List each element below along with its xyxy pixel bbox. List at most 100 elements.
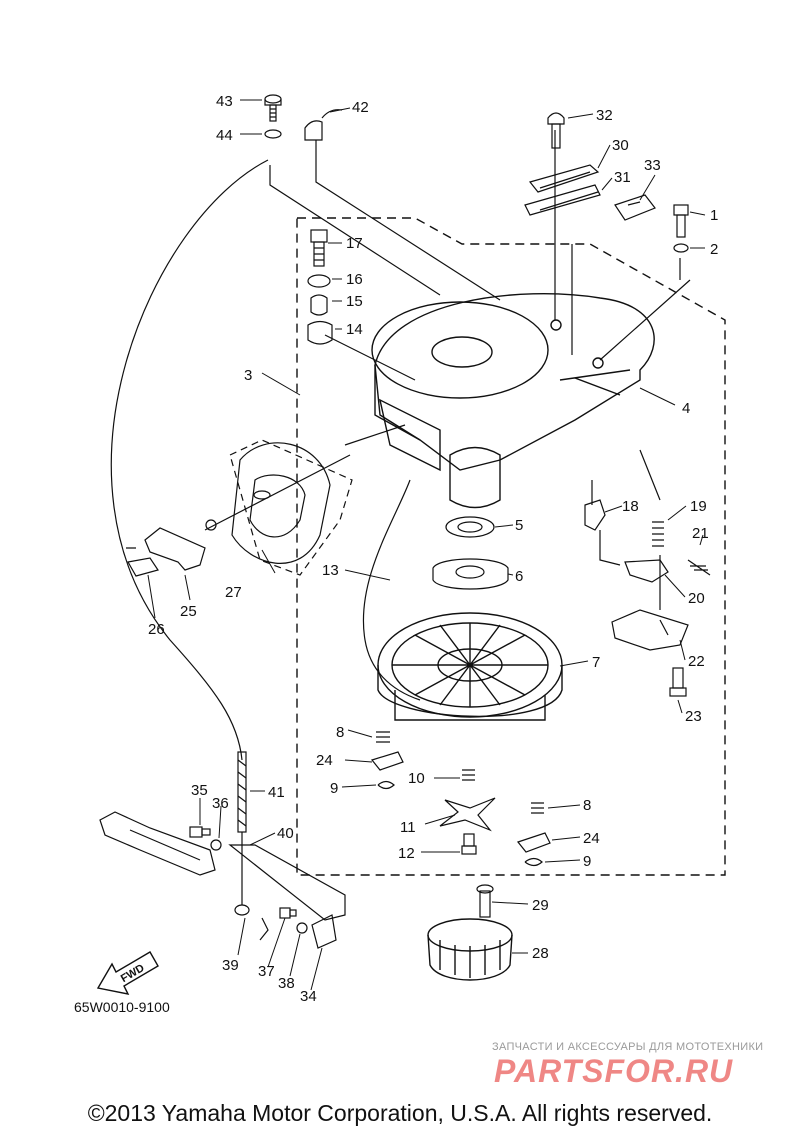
bracket-30-shape [528,164,600,193]
callout-34: 34 [300,988,317,1005]
bracket-31-shape [524,184,601,216]
callout-41: 41 [268,784,285,801]
spring-6-shape [432,558,509,590]
callout-16: 16 [346,271,363,288]
callout-32: 32 [596,107,613,124]
callout-38: 38 [278,975,295,992]
lever-shaft [99,811,216,876]
callout-28: 28 [532,945,549,962]
bolt-29-shape [476,884,494,918]
callout-10: 10 [408,770,425,787]
callout-2: 2 [710,241,718,258]
callout-12: 12 [398,845,415,862]
callout-20: 20 [688,590,705,607]
fwd-arrow-icon: FWD [96,951,159,995]
callout-21: 21 [692,525,709,542]
choke-cable-41 [110,159,269,761]
callout-31: 31 [614,169,631,186]
pawl-24a-shape [370,751,404,771]
callout-8a: 8 [336,724,344,741]
callout-4: 4 [682,400,690,417]
spring-8b-shape [531,802,544,814]
pawl-24b-shape [516,832,551,853]
bolt-23-shape [669,667,687,697]
callout-36: 36 [212,795,229,812]
sheave-drum-7 [377,612,563,721]
screw-35-shape [189,826,211,838]
washer-38-shape [296,922,308,934]
spring-10-shape [462,769,475,781]
plate-5-shape [445,516,495,538]
callout-29: 29 [532,897,549,914]
bolt-1-shape [673,204,689,238]
callout-18: 18 [622,498,639,515]
bracket-22-shape [611,609,689,651]
screw-37-shape [279,907,297,919]
washer-36-shape [210,839,222,851]
callout-5: 5 [515,517,523,534]
starter-rope-13 [362,479,421,701]
callout-25: 25 [180,603,197,620]
clip-9b-shape [524,857,543,867]
bolt-12-shape [461,833,477,855]
callout-24a: 24 [316,752,333,769]
watermark-subtitle: ЗАПЧАСТИ И АКСЕССУАРЫ ДЛЯ МОТОТЕХНИКИ [492,1041,764,1053]
callout-9b: 9 [583,853,591,870]
diagram-code: 65W0010-9100 [74,999,170,1015]
clip-26-shape [126,547,159,577]
washer-44-shape [264,129,282,139]
plate-11-shape [439,797,496,832]
spring-8a-shape [376,731,390,743]
clip-9a-shape [377,780,395,790]
starter-handle-27-shape [231,442,331,564]
bracket-40-shape [228,844,346,921]
starter-housing-4 [371,293,655,509]
washer-39-shape [234,904,250,916]
spring-19-shape [652,521,664,547]
svg-text:PARTSFOR.RU: PARTSFOR.RU [494,1053,733,1089]
callout-24b: 24 [583,830,600,847]
callout-37: 37 [258,963,275,980]
callout-39: 39 [222,957,239,974]
callout-42: 42 [352,99,369,116]
screw-32-shape [547,112,565,149]
bushing-14-shape [307,320,333,345]
washer-2-shape [673,243,689,253]
bolt-43-shape [264,94,282,122]
cable-sleeve-41 [237,751,247,833]
callout-6: 6 [515,568,523,585]
callout-8b: 8 [583,797,591,814]
bracket-34-shape [311,914,337,949]
washer-16-shape [307,274,331,288]
callout-40: 40 [277,825,294,842]
callout-3: 3 [244,367,252,384]
bolt-17-shape [310,229,328,267]
callout-9a: 9 [330,780,338,797]
copyright-notice: ©2013 Yamaha Motor Corporation, U.S.A. A… [87,1100,713,1126]
collar-15-shape [310,294,328,316]
clip-33-shape [614,194,656,221]
callout-44: 44 [216,127,233,144]
callout-22: 22 [688,653,705,670]
spring-21-shape [687,559,711,576]
callout-33: 33 [644,157,661,174]
callout-15: 15 [346,293,363,310]
assembly-boundary [296,217,726,876]
lever-20-shape [624,559,669,583]
clamp-42-shape [304,109,343,141]
callout-13: 13 [322,562,339,579]
callout-19: 19 [690,498,707,515]
callout-27: 27 [225,584,242,601]
callout-11: 11 [400,819,416,836]
callout-17: 17 [346,235,363,252]
watermark-logo: PARTSFOR.RU [494,1053,733,1089]
callout-35: 35 [191,782,208,799]
pin-18-shape [584,480,606,531]
callout-30: 30 [612,137,629,154]
callout-43: 43 [216,93,233,110]
callout-14: 14 [346,321,363,338]
callout-26: 26 [148,621,165,638]
callout-7: 7 [592,654,600,671]
callout-23: 23 [685,708,702,725]
pull-handle-25-shape [144,527,206,571]
